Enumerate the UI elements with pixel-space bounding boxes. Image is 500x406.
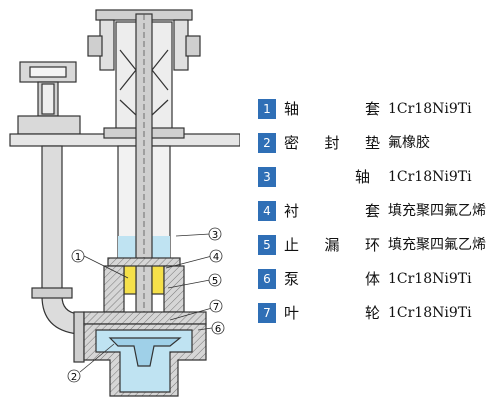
- part-material: 1Cr18Ni9Ti: [388, 271, 472, 287]
- part-row-1: 1 轴 套 1Cr18Ni9Ti: [258, 92, 496, 126]
- callout-label: 6: [215, 324, 221, 335]
- callout-4: 4: [165, 249, 223, 269]
- part-row-7: 7 叶 轮 1Cr18Ni9Ti: [258, 296, 496, 330]
- part-material: 1Cr18Ni9Ti: [388, 305, 472, 321]
- impeller-part: [108, 337, 182, 367]
- callout-label: 1: [75, 252, 81, 263]
- part-name: 轴: [354, 168, 370, 186]
- part-name: 泵 体: [284, 270, 380, 288]
- part-name: 衬 套: [284, 202, 380, 220]
- part-number-badge: 2: [258, 133, 276, 153]
- callout-1: 1: [71, 249, 129, 279]
- part-row-4: 4 衬 套 填充聚四氟乙烯: [258, 194, 496, 228]
- callout-2: 2: [67, 343, 115, 383]
- part-row-2: 2 密封垫 氟橡胶: [258, 126, 496, 160]
- parts-material-list: 1 轴 套 1Cr18Ni9Ti 2 密封垫 氟橡胶 3 轴 1Cr18Ni9T…: [258, 92, 496, 330]
- part-material: 填充聚四氟乙烯: [388, 203, 486, 219]
- callout-label: 4: [213, 252, 219, 263]
- part-number-badge: 7: [258, 303, 276, 323]
- discharge-pipe: [31, 145, 85, 363]
- part-number-badge: 6: [258, 269, 276, 289]
- part-material: 氟橡胶: [388, 135, 430, 151]
- part-number-badge: 5: [258, 235, 276, 255]
- part-number-badge: 3: [258, 167, 276, 187]
- callout-3: 3: [175, 227, 222, 241]
- part-name: 止漏环: [284, 236, 380, 254]
- pump-cross-section-diagram: 3 1 4 5 7 6 2: [9, 9, 240, 397]
- motor-coupling-assembly: [9, 61, 240, 147]
- part-row-5: 5 止漏环 填充聚四氟乙烯: [258, 228, 496, 262]
- part-row-3: 3 轴 1Cr18Ni9Ti: [258, 160, 496, 194]
- part-material: 填充聚四氟乙烯: [388, 237, 486, 253]
- callout-label: 5: [212, 276, 218, 287]
- callout-label: 3: [212, 230, 218, 241]
- part-name: 轴 套: [284, 100, 380, 118]
- callout-6: 6: [197, 321, 225, 335]
- part-number-badge: 1: [258, 99, 276, 119]
- part-material: 1Cr18Ni9Ti: [388, 101, 472, 117]
- part-number-badge: 4: [258, 201, 276, 221]
- callout-label: 7: [213, 302, 219, 313]
- part-name: 叶 轮: [284, 304, 380, 322]
- callout-label: 2: [71, 372, 77, 383]
- part-material: 1Cr18Ni9Ti: [388, 169, 472, 185]
- part-row-6: 6 泵 体 1Cr18Ni9Ti: [258, 262, 496, 296]
- callout-7: 7: [169, 299, 223, 321]
- part-name: 密封垫: [284, 134, 380, 152]
- callout-5: 5: [167, 273, 222, 289]
